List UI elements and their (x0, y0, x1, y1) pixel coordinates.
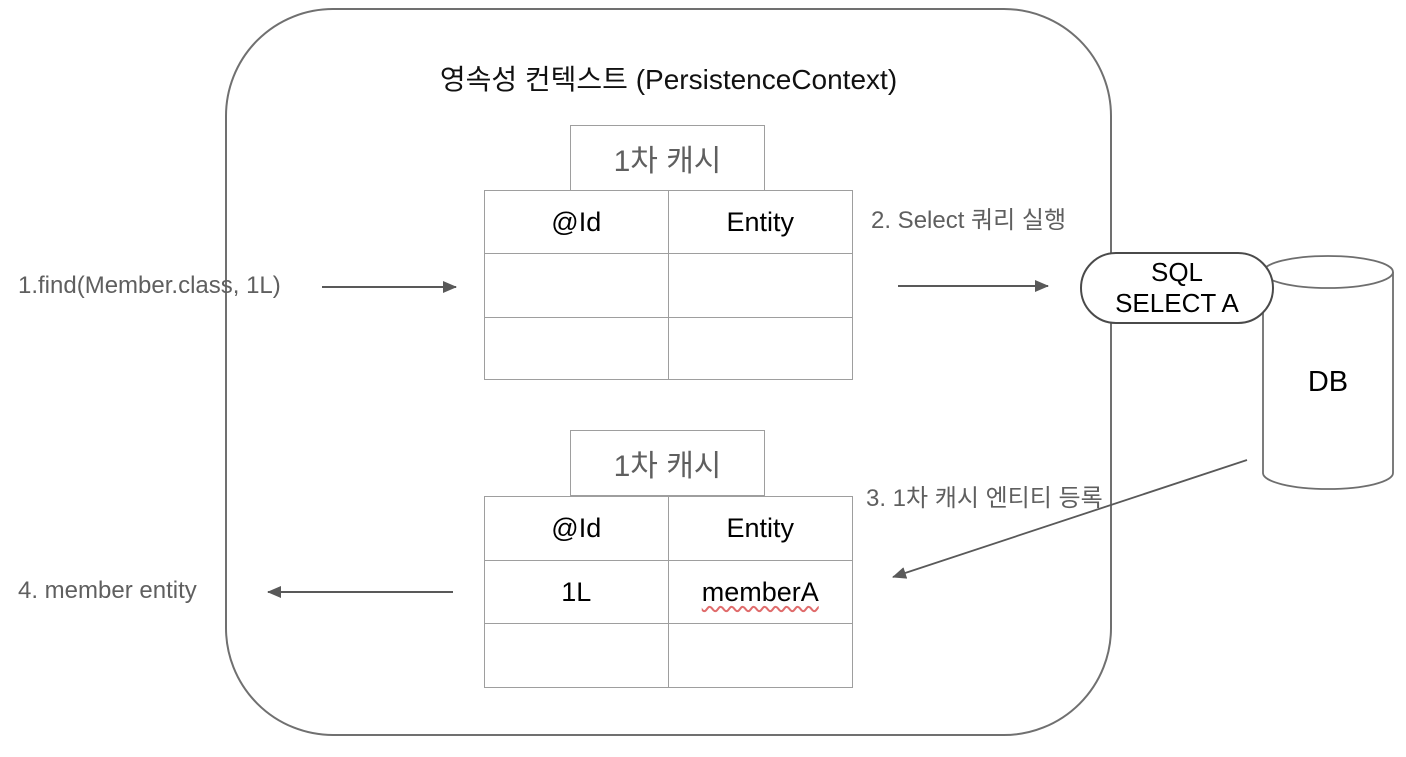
column-header-id: @Id (485, 497, 669, 560)
sql-query-pill: SQL SELECT A (1080, 252, 1274, 324)
step4-return-label: 4. member entity (18, 577, 197, 604)
database-cylinder-icon (1262, 255, 1394, 490)
cell-id (485, 624, 669, 687)
cell-id: 1L (485, 561, 669, 623)
table-row: 1L memberA (485, 560, 852, 623)
sql-pill-line2: SELECT A (1115, 288, 1239, 318)
column-header-entity: Entity (726, 206, 795, 237)
column-header-id: @Id (485, 191, 669, 253)
step1-find-label: 1.find(Member.class, 1L) (18, 272, 281, 299)
step3-register-label: 3. 1차 캐시 엔티티 등록 (866, 485, 1103, 512)
cell-entity (669, 318, 853, 379)
cell-id (485, 254, 669, 317)
table-header-row: @Id Entity (485, 191, 852, 253)
cell-entity: memberA (669, 561, 853, 623)
arrow-step3 (892, 459, 1248, 579)
table-row (485, 623, 852, 687)
cell-entity (669, 254, 853, 317)
sql-pill-line1: SQL (1150, 257, 1204, 287)
cell-id (485, 318, 669, 379)
column-header-entity: Entity (726, 513, 795, 543)
cache-label-top: 1차 캐시 (570, 125, 765, 191)
cache-table-bottom: @Id Entity 1L memberA (484, 496, 853, 688)
table-header-row: @Id Entity (485, 497, 852, 560)
db-label: DB (1307, 366, 1349, 398)
table-row (485, 253, 852, 317)
step2-select-label: 2. Select 쿼리 실행 (871, 207, 1067, 234)
diagram-title: 영속성 컨텍스트 (PersistenceContext) (439, 64, 898, 95)
persistence-context-container (225, 8, 1112, 736)
cell-entity (669, 624, 853, 687)
table-row (485, 317, 852, 379)
member-entity-value: memberA (701, 576, 819, 607)
cache-label-bottom: 1차 캐시 (570, 430, 765, 496)
cache-table-top: @Id Entity (484, 190, 853, 380)
